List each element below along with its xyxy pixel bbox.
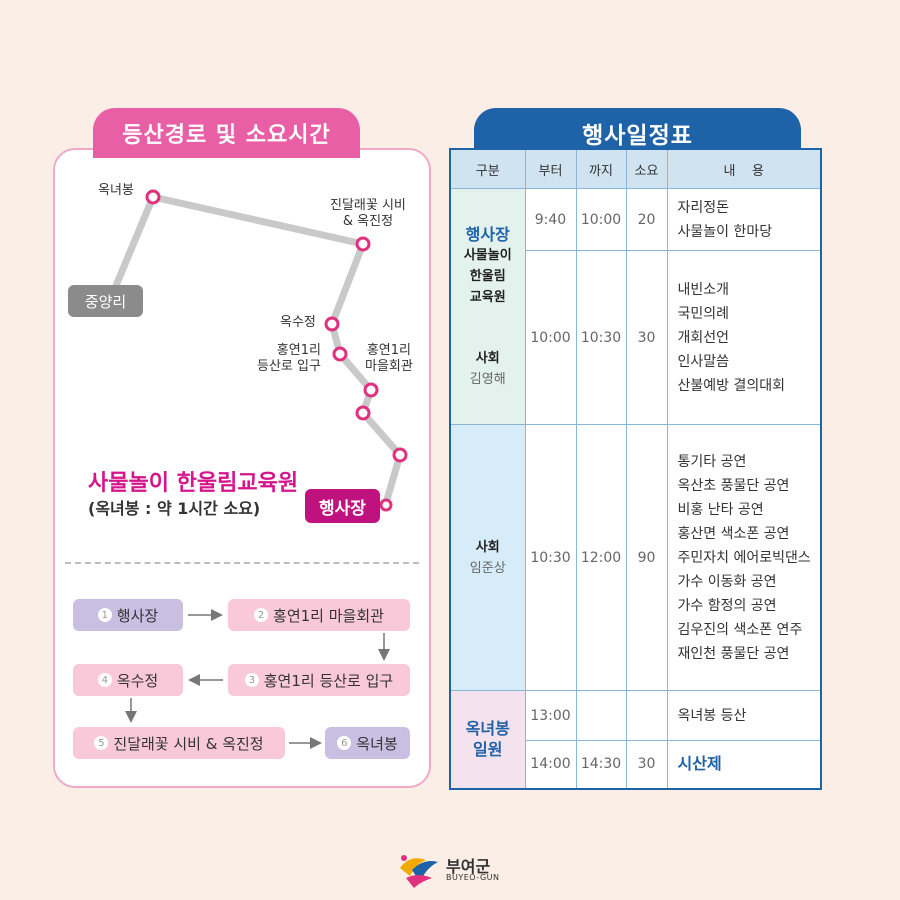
step-2-num: 2 — [254, 608, 269, 622]
row4-duration — [625, 690, 668, 741]
row4-content: 옥녀봉 등산 — [666, 690, 822, 741]
row5-from: 14:00 — [524, 740, 577, 789]
buyeo-logo-mark — [400, 855, 438, 888]
row2-from: 10:00 — [524, 250, 577, 425]
step-1-num: 1 — [97, 608, 112, 622]
row1-content: 자리정돈 사물놀이 한마당 — [666, 188, 822, 251]
venue-tag: 행사장 — [305, 489, 380, 523]
label-village: 홍연1리 마을회관 — [365, 343, 413, 374]
schedule-table: 구분 부터 까지 소요 내 용 행사장 사물놀이 한울림 교육원 사회 김영해 … — [449, 148, 822, 790]
header-from: 부터 — [524, 148, 577, 189]
row5-duration: 30 — [625, 740, 668, 789]
route-map — [111, 189, 408, 512]
step-3-label: 홍연1리 등산로 입구 — [263, 671, 394, 690]
logo-name: 부여군 — [446, 857, 491, 876]
venue-title: 사물놀이 한울림교육원 — [88, 471, 299, 496]
row4-from: 13:00 — [524, 690, 577, 741]
row3-to: 12:00 — [575, 424, 627, 691]
step-6: 6 옥녀봉 — [325, 727, 410, 759]
table-row: 사회 임준상 10:30 12:00 90 통기타 공연 옥산초 풍물단 공연 … — [449, 424, 822, 691]
step-4-label: 옥수정 — [116, 671, 159, 690]
table-row: 행사장 사물놀이 한울림 교육원 사회 김영해 9:40 10:00 20 자리… — [449, 188, 822, 425]
group-okneobong: 옥녀봉 일원 — [449, 690, 526, 789]
table-row: 옥녀봉 일원 13:00 옥녀봉 등산 — [449, 690, 822, 789]
step-6-num: 6 — [337, 736, 352, 750]
step-1: 1 행사장 — [73, 599, 183, 631]
row2-content: 내빈소개 국민의례 개회선언 인사말씀 산불예방 결의대회 — [666, 250, 822, 425]
label-jindallae: 진달래꽃 시비 & 옥진정 — [330, 198, 406, 229]
row4-to — [575, 690, 627, 741]
row3-duration: 90 — [625, 424, 668, 691]
header-category: 구분 — [449, 148, 526, 189]
map-point-mid — [355, 405, 371, 421]
row5-content: 시산제 — [666, 740, 822, 789]
step-5: 5 진달래꽃 시비 & 옥진정 — [73, 727, 285, 759]
label-entrance: 홍연1리 등산로 입구 — [257, 343, 321, 374]
row1-duration: 20 — [625, 188, 668, 251]
route-panel-title: 등산경로 및 소요시간 — [93, 108, 360, 158]
row3-from: 10:30 — [524, 424, 577, 691]
row1-to: 10:00 — [575, 188, 627, 251]
step-3: 3 홍연1리 등산로 입구 — [228, 664, 410, 696]
map-point-jindallae — [355, 236, 371, 252]
step-1-label: 행사장 — [116, 606, 159, 625]
map-point-okneobong — [145, 189, 161, 205]
group-stage: 사회 임준상 — [449, 424, 526, 691]
label-jungyangri: 중양리 — [68, 285, 143, 317]
map-point-oksujeong — [324, 316, 340, 332]
label-oksujeong: 옥수정 — [280, 315, 316, 330]
row2-to: 10:30 — [575, 250, 627, 425]
step-5-label: 진달래꽃 시비 & 옥진정 — [113, 734, 264, 753]
row5-to: 14:30 — [575, 740, 627, 789]
row2-duration: 30 — [625, 250, 668, 425]
header-content: 내 용 — [666, 148, 822, 189]
map-point-approach — [392, 447, 408, 463]
step-arrows — [125, 609, 390, 749]
header-to: 까지 — [575, 148, 627, 189]
step-2: 2 홍연1리 마을회관 — [228, 599, 410, 631]
divider — [65, 562, 419, 564]
step-4: 4 옥수정 — [73, 664, 183, 696]
step-6-label: 옥녀봉 — [356, 734, 398, 753]
map-point-entrance — [332, 346, 348, 362]
row1-from: 9:40 — [524, 188, 577, 251]
map-point-venue — [379, 498, 393, 512]
group-venue: 행사장 사물놀이 한울림 교육원 사회 김영해 — [449, 188, 526, 425]
row3-content: 통기타 공연 옥산초 풍물단 공연 비홍 난타 공연 홍산면 색소폰 공연 주민… — [666, 424, 822, 691]
step-5-num: 5 — [94, 736, 109, 750]
table-header-row: 구분 부터 까지 소요 내 용 — [449, 148, 822, 189]
label-okneobong: 옥녀봉 — [98, 183, 134, 198]
table-row: 14:00 14:30 30 시산제 — [450, 740, 822, 789]
logo-sub: BUYEO-GUN — [446, 873, 500, 882]
step-4-num: 4 — [97, 673, 112, 687]
table-row: 10:00 10:30 30 내빈소개 국민의례 개회선언 인사말씀 산불예방 … — [450, 250, 822, 425]
header-duration: 소요 — [625, 148, 668, 189]
venue-subtitle: (옥녀봉 : 약 1시간 소요) — [88, 499, 261, 518]
map-point-village — [363, 382, 379, 398]
step-3-num: 3 — [244, 673, 259, 687]
step-2-label: 홍연1리 마을회관 — [273, 606, 384, 625]
